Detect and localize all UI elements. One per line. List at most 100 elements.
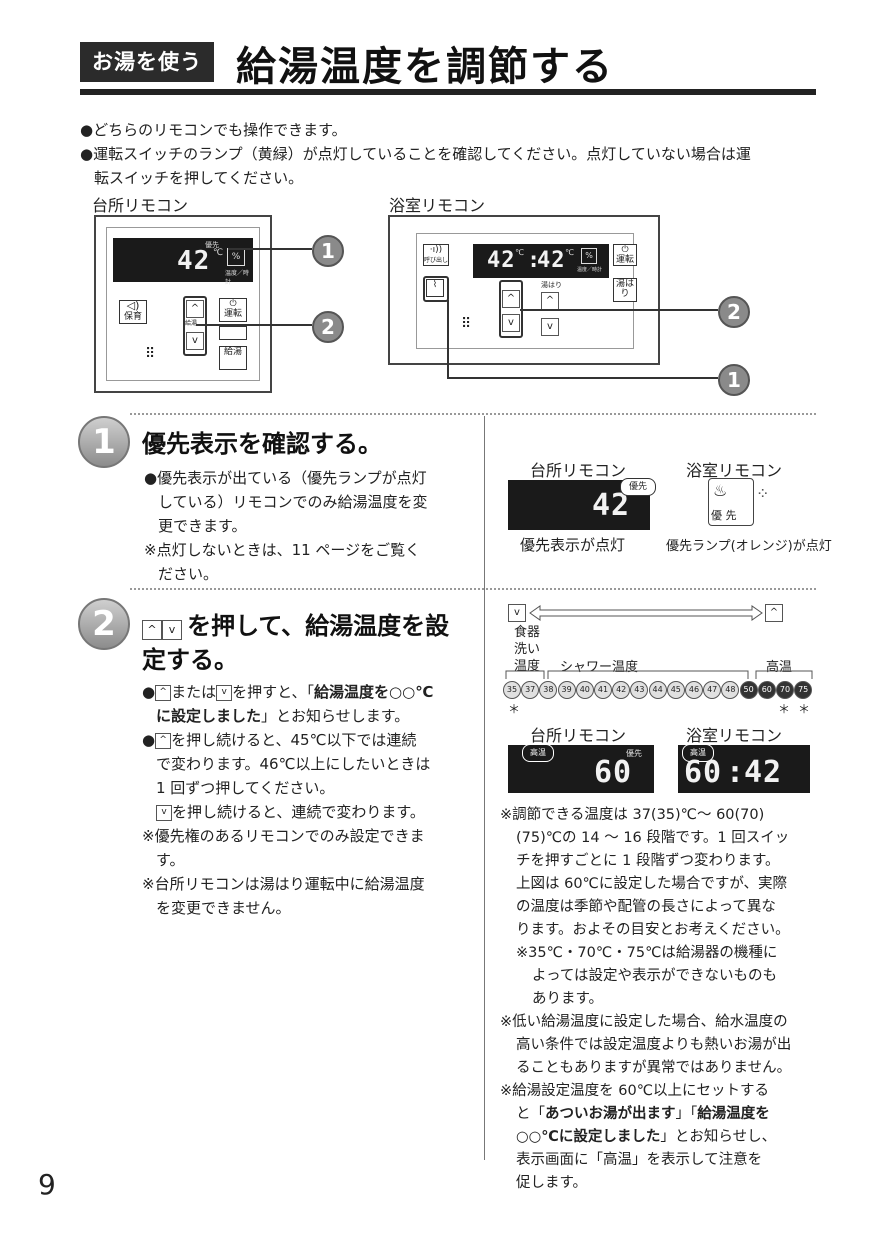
step-1-badge: 1 (78, 416, 130, 468)
kitchen-bath-button[interactable]: 給湯 (219, 346, 247, 370)
kitchen-up-button[interactable]: ^ (186, 300, 204, 318)
step-1-line: ●優先表示が出ている（優先ランプが点灯 (144, 469, 427, 487)
bath-yuhari-small: 湯はり (541, 281, 562, 289)
temp-step-75: 75 (794, 681, 813, 699)
step-2-line: に設定しました」とお知らせします。 (142, 704, 476, 728)
step-1-line: ※点灯しないときは、11 ページをご覧く (144, 541, 421, 559)
temp-step-41: 41 (594, 681, 612, 699)
scale-down-key: v (508, 604, 526, 622)
temp-clock-label: 温度／時計 (225, 270, 250, 286)
page-number: 9 (38, 1168, 56, 1201)
step-2-text: または (171, 683, 217, 701)
divider-dotted-2 (130, 588, 816, 590)
note-bold: ○○℃に設定しました (516, 1129, 661, 1145)
fig2-kitchen-temp: 60 (594, 755, 633, 790)
fig2-kitchen-label: 台所リモコン (530, 726, 627, 745)
asterisk: ＊ (798, 702, 811, 716)
step-1-body: ●優先表示が出ている（優先ランプが点灯 している）リモコンでのみ給湯温度を変 更… (144, 466, 474, 586)
kitchen-remote: 優先 42 ℃ % 温度／時計 ◁)保育 ^ 給湯 v ⏻運転 給湯 ⠿ (94, 215, 272, 393)
page-title: 給湯温度を調節する (236, 44, 614, 90)
scale-up-key: ^ (765, 604, 783, 622)
note-line: (75)℃の 14 ～ 16 段階です。1 回スイッ (516, 830, 790, 846)
high-badge: 高温 (682, 744, 714, 762)
step-2-text: を押し続けると、45℃以下では連続 (171, 731, 417, 749)
step-2-heading-row: ^v を押して、給湯温度を設 (142, 606, 449, 641)
fig2-bath-left-temp: 60 (684, 755, 723, 790)
temp-step-38: 38 (539, 681, 558, 699)
bath-shower-button[interactable]: ⌇ (426, 279, 444, 297)
temp-step-50: 50 (739, 681, 758, 699)
step-1-heading: 優先表示を確認する。 (142, 430, 382, 458)
section-tag: お湯を使う (80, 42, 214, 82)
title-rule (80, 89, 816, 95)
callout-2b: 2 (718, 296, 750, 328)
dish-label-line: 洗い (514, 642, 541, 657)
celsius-mark: ℃ (565, 248, 574, 257)
step-2-line: ●^を押し続けると、45℃以下では連続 (142, 731, 417, 749)
callout-1b: 1 (718, 364, 750, 396)
bath-yuhari-button[interactable]: 湯はり (613, 278, 637, 302)
step-2-note: す。 (156, 851, 185, 869)
fig1-kitchen-caption: 優先表示が点灯 (520, 536, 626, 554)
bath-down-button[interactable]: v (502, 314, 520, 332)
down-key-icon: v (216, 684, 233, 701)
temp-step-47: 47 (703, 681, 722, 699)
celsius-mark: ℃ (213, 248, 224, 258)
note-line: ○○℃に設定しました」とお知らせし、 (500, 1126, 820, 1149)
note-line: ることもありますが異常ではありません。 (516, 1060, 792, 1076)
scale-brackets (505, 670, 813, 679)
dish-label-line: 食器 (514, 625, 541, 640)
temp-step-43: 43 (630, 681, 649, 699)
down-key-icon: v (162, 619, 182, 640)
fig1-bath-caption: 優先ランプ(オレンジ)が点灯 (666, 539, 832, 554)
note-text: 」とお知らせし、 (660, 1129, 777, 1145)
temp-step-40: 40 (575, 681, 594, 699)
kitchen-power-button[interactable]: ⏻運転 (219, 298, 247, 322)
high-badge: 高温 (522, 744, 554, 762)
note-line: よっては設定や表示ができないものも (532, 968, 778, 984)
step-2-line: 1 回ずつ押してください。 (156, 779, 335, 797)
priority-indicator: 優先 (205, 241, 219, 249)
step-2-note: ※台所リモコンは湯はり運転中に給湯温度 (142, 875, 425, 893)
asterisk: ＊ (508, 702, 521, 716)
kitchen-heat-button[interactable] (219, 326, 247, 340)
bath-up-button[interactable]: ^ (502, 290, 520, 308)
bath-call-button[interactable]: ·ı))呼び出し (423, 244, 449, 266)
bath-left-temp: 42 (487, 248, 516, 273)
bath-remote-label: 浴室リモコン (389, 196, 486, 215)
bath-down2-button[interactable]: v (541, 318, 559, 336)
percent-icon: % (581, 248, 597, 264)
step-1-line: ださい。 (158, 565, 219, 583)
temp-step-48: 48 (721, 681, 740, 699)
speaker-grille-icon: ⠿ (461, 316, 471, 332)
step-2-note: ※優先権のあるリモコンでのみ設定できま (142, 827, 425, 845)
fig1-bath-priority-button: ♨ 優 先 (708, 478, 754, 526)
up-key-icon: ^ (142, 619, 162, 640)
colon-mark: : (726, 755, 746, 790)
temp-step-35: 35 (503, 681, 521, 699)
bath-remote: ·ı))呼び出し 42 ℃ : 42 ℃ % 温度／時計 ⏻運転 ⌇ ^ v ^… (388, 215, 660, 365)
step-2-bold: 給湯温度を○○℃ (314, 683, 434, 701)
bath-power-button[interactable]: ⏻運転 (613, 244, 637, 266)
temp-clock-label: 温度／時計 (577, 267, 603, 273)
colon-mark: : (527, 248, 542, 273)
right-notes: ※調節できる温度は 37(35)℃～ 60(70) (75)℃の 14 ～ 16… (500, 804, 820, 1195)
callout-lines (196, 248, 718, 379)
step-2-heading-2: 定する。 (142, 646, 238, 674)
kitchen-down-button[interactable]: v (186, 332, 204, 350)
up-key-icon: ^ (155, 732, 172, 749)
kitchen-mute-button[interactable]: ◁)保育 (119, 300, 147, 324)
note-line: ※低い給湯温度に設定した場合、給水温度の (500, 1014, 788, 1030)
bath-remote-lcd: 42 ℃ : 42 ℃ % 温度／時計 (473, 244, 609, 278)
column-divider (484, 416, 485, 1160)
step-2-note: を変更できません。 (156, 899, 291, 917)
temp-step-45: 45 (666, 681, 685, 699)
celsius-mark: ℃ (515, 248, 524, 257)
divider-dotted-1 (130, 413, 816, 415)
down-key-icon: v (156, 804, 172, 821)
callout-2: 2 (312, 311, 344, 343)
speaker-grille-icon: ⠿ (145, 346, 155, 362)
intro-text: ●どちらのリモコンでも操作できます。 ●運転スイッチのランプ（黄緑）が点灯してい… (80, 118, 825, 190)
